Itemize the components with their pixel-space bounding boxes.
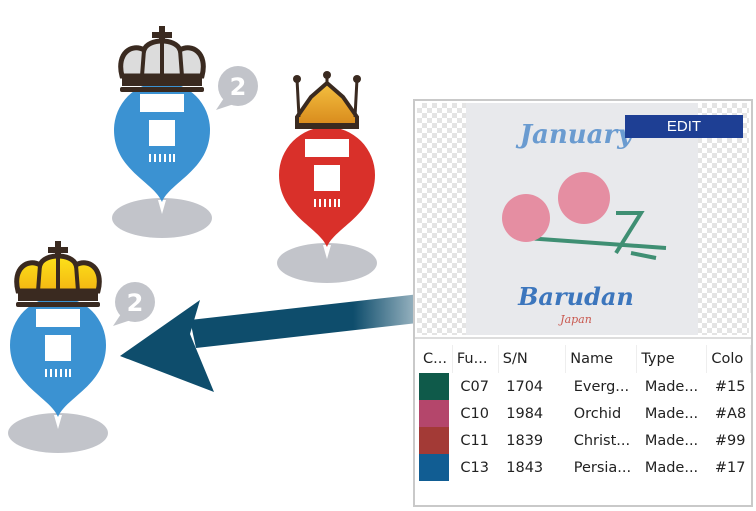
- count-badge-top: 2: [216, 66, 258, 110]
- cell-color: #17: [714, 459, 746, 476]
- pin-blue-left[interactable]: [8, 241, 108, 453]
- cell-sn: 1839: [506, 432, 544, 449]
- svg-text:2: 2: [230, 73, 247, 101]
- design-preview: January Barudan Japan EDIT: [417, 103, 749, 335]
- column-header[interactable]: Type: [636, 345, 708, 373]
- preview-brand: Barudan: [517, 282, 634, 311]
- cell-color: #A8: [714, 405, 747, 422]
- cell-sn: 1843: [506, 459, 544, 476]
- cell-code: C13: [460, 459, 489, 476]
- embroidery-canvas: January Barudan Japan: [466, 103, 698, 335]
- table-row[interactable]: C13 1843 Persia... Made... #17: [419, 454, 751, 481]
- cell-name: Everg...: [573, 378, 630, 395]
- pin-blue-top[interactable]: [112, 26, 212, 238]
- cell-color: #15: [714, 378, 746, 395]
- column-header[interactable]: S/N: [498, 345, 567, 373]
- color-swatch: [419, 400, 449, 427]
- column-header[interactable]: C...: [419, 345, 453, 373]
- cell-color: #99: [714, 432, 746, 449]
- arrow-icon: [120, 290, 462, 392]
- crown-icon: [293, 71, 361, 129]
- table-row[interactable]: C10 1984 Orchid Made... #A8: [419, 400, 751, 427]
- color-swatch: [419, 454, 449, 481]
- cell-sn: 1984: [506, 405, 544, 422]
- cell-name: Persia...: [573, 459, 632, 476]
- preview-sub: Japan: [558, 313, 592, 326]
- column-header[interactable]: Colo: [706, 345, 751, 373]
- edit-button[interactable]: EDIT: [625, 115, 743, 138]
- column-header[interactable]: Fu...: [452, 345, 499, 373]
- cell-name: Orchid: [573, 405, 622, 422]
- count-badge-left: 2: [113, 282, 155, 326]
- cell-type: Made...: [644, 405, 699, 422]
- column-header[interactable]: Name: [565, 345, 638, 373]
- table-row[interactable]: C07 1704 Everg... Made... #15: [419, 373, 751, 400]
- color-swatch: [419, 427, 449, 454]
- cell-code: C11: [460, 432, 489, 449]
- pin-red[interactable]: [277, 71, 377, 283]
- table-row[interactable]: C11 1839 Christ... Made... #99: [419, 427, 751, 454]
- cell-type: Made...: [644, 378, 699, 395]
- cell-code: C10: [460, 405, 489, 422]
- cell-type: Made...: [644, 432, 699, 449]
- divider: [415, 337, 751, 339]
- color-swatch: [419, 373, 449, 400]
- preview-title: January: [515, 120, 635, 150]
- cell-type: Made...: [644, 459, 699, 476]
- cell-sn: 1704: [506, 378, 544, 395]
- cell-code: C07: [460, 378, 489, 395]
- svg-text:2: 2: [127, 289, 144, 317]
- cell-name: Christ...: [573, 432, 631, 449]
